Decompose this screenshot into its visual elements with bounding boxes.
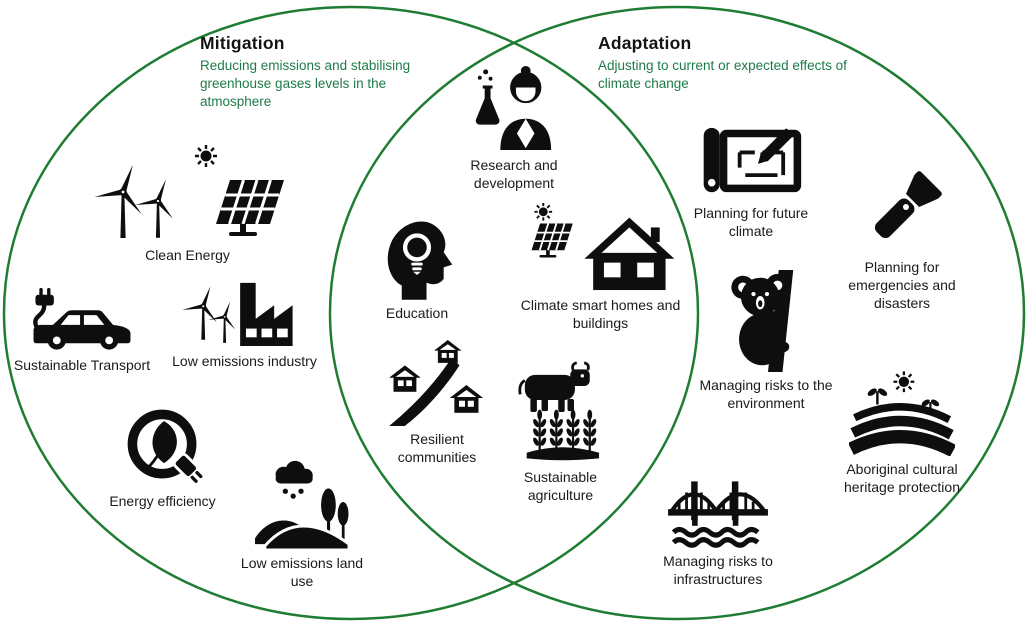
item-label: Managing risks to infrastructures bbox=[663, 553, 773, 587]
blueprint-pencil-icon bbox=[703, 127, 802, 193]
electric-car-plug-icon bbox=[33, 288, 131, 350]
leaf-circle-plug-icon bbox=[127, 409, 202, 483]
item-aboriginal-heritage: Aboriginal cultural heritage protection bbox=[826, 370, 978, 497]
item-label: Low emissions industry bbox=[172, 353, 317, 369]
item-planning-future-climate: Planning for future climate bbox=[682, 120, 820, 241]
item-low-emissions-industry: Low emissions industry bbox=[172, 280, 317, 371]
bridge-water-icon bbox=[668, 481, 768, 548]
item-label: Clean Energy bbox=[145, 247, 230, 263]
item-label: Climate smart homes and buildings bbox=[520, 297, 681, 331]
item-managing-risks-infrastructures: Managing risks to infrastructures bbox=[648, 474, 788, 589]
field-rows-sun-plants-icon bbox=[849, 370, 955, 456]
mitigation-subtitle: Reducing emissions and stabilising green… bbox=[200, 58, 411, 109]
item-sustainable-agriculture: Sustainable agriculture bbox=[498, 360, 623, 505]
item-label: Planning for emergencies and disasters bbox=[848, 259, 956, 311]
item-label: Low emissions land use bbox=[240, 555, 364, 589]
mitigation-ellipse bbox=[2, 5, 700, 621]
item-label: Managing risks to the environment bbox=[699, 377, 833, 411]
item-label: Aboriginal cultural heritage protection bbox=[844, 461, 960, 495]
item-label: Energy efficiency bbox=[109, 493, 216, 509]
item-managing-risks-environment: Managing risks to the environment bbox=[682, 270, 850, 413]
item-clean-energy: Clean Energy bbox=[85, 140, 290, 265]
koala-tree-icon bbox=[731, 270, 794, 372]
adaptation-ellipse bbox=[328, 5, 1026, 621]
flashlight-icon bbox=[874, 171, 942, 239]
rain-cloud-landscape-trees-icon bbox=[255, 460, 351, 550]
item-research-and-development: Research and development bbox=[448, 66, 580, 193]
item-energy-efficiency: Energy efficiency bbox=[105, 402, 220, 511]
factory-wind-turbine-icon bbox=[181, 282, 293, 347]
solar-panel-house-icon bbox=[530, 202, 674, 291]
cow-wheat-icon bbox=[517, 361, 599, 461]
item-education: Education bbox=[358, 212, 476, 323]
item-label: Planning for future climate bbox=[693, 205, 809, 239]
mitigation-title: Mitigation bbox=[200, 33, 285, 53]
item-planning-emergencies-disasters: Planning for emergencies and disasters bbox=[828, 168, 976, 313]
adaptation-header: Adaptation Adjusting to current or expec… bbox=[598, 33, 890, 93]
houses-road-icon bbox=[389, 340, 484, 426]
item-label: Sustainable Transport bbox=[13, 357, 151, 373]
scientist-flask-icon bbox=[475, 66, 552, 151]
item-label: Sustainable agriculture bbox=[523, 469, 598, 503]
head-lightbulb-icon bbox=[387, 221, 453, 300]
item-label: Resilient communities bbox=[397, 431, 477, 465]
item-climate-smart-homes: Climate smart homes and buildings bbox=[508, 202, 693, 333]
item-label: Research and development bbox=[470, 157, 558, 191]
mitigation-header: Mitigation Reducing emissions and stabil… bbox=[200, 33, 415, 110]
item-sustainable-transport: Sustainable Transport bbox=[12, 288, 152, 375]
adaptation-title: Adaptation bbox=[598, 33, 692, 53]
item-resilient-communities: Resilient communities bbox=[372, 340, 502, 467]
adaptation-subtitle: Adjusting to current or expected effects… bbox=[598, 58, 847, 91]
item-low-emissions-land-use: Low emissions land use bbox=[238, 458, 366, 591]
item-label: Education bbox=[385, 305, 449, 321]
wind-turbines-solar-panel-icon bbox=[93, 143, 285, 238]
